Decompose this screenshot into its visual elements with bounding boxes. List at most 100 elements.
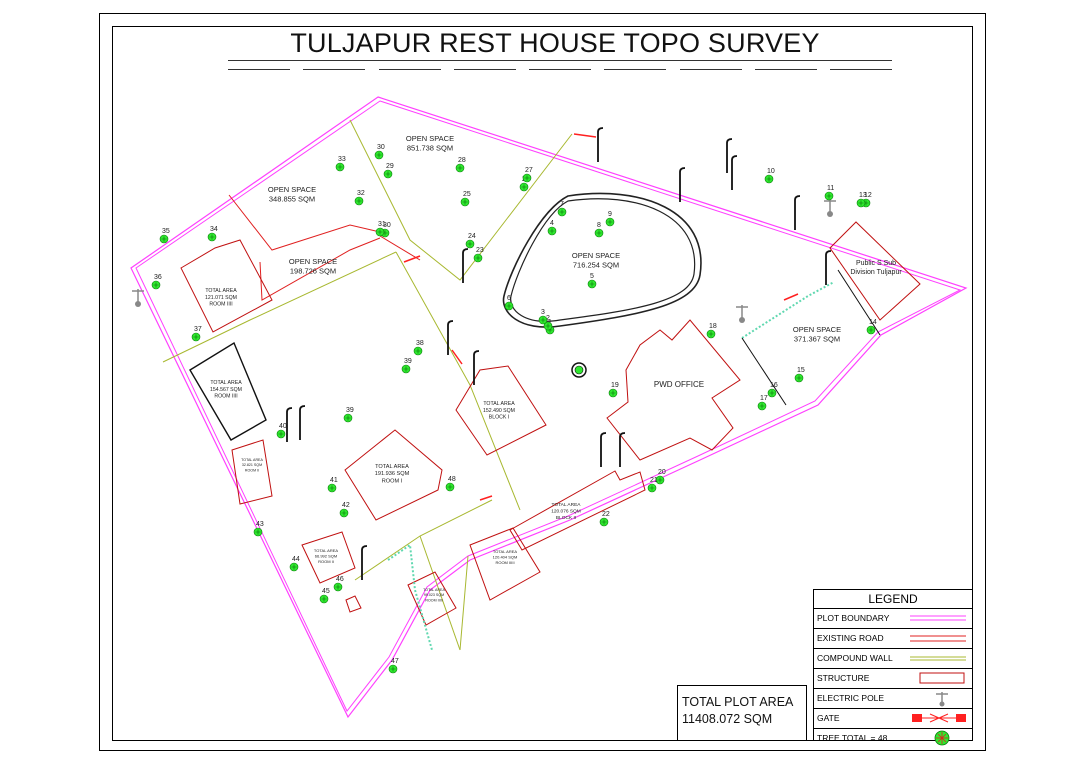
total-plot-area-label: TOTAL PLOT AREA xyxy=(682,695,794,709)
electric-pole-icon xyxy=(936,692,948,707)
tree-32: 32 xyxy=(354,190,365,206)
tree-number: 2 xyxy=(546,315,550,322)
tree-number: 14 xyxy=(869,319,877,326)
tree-27: 27 xyxy=(522,167,533,183)
tree-17: 17 xyxy=(757,395,768,411)
tree-3: 3 xyxy=(538,309,548,325)
electric-pole-icon xyxy=(824,199,836,217)
street-lamp-icon xyxy=(679,167,686,202)
tree-9: 9 xyxy=(605,211,615,227)
tree-number: 43 xyxy=(256,521,264,528)
structure-room-ii-b xyxy=(301,531,356,584)
legend-row-road: EXISTING ROAD xyxy=(814,629,972,649)
street-lamps xyxy=(286,127,832,580)
tree-number: 19 xyxy=(611,382,619,389)
structure-room-ii-a xyxy=(231,439,273,505)
tree-number: 7 xyxy=(560,201,564,208)
tree-10: 10 xyxy=(764,168,775,184)
street-lamp-icon xyxy=(447,320,454,355)
tree-8: 8 xyxy=(594,222,604,238)
structure-room-iiiii-a xyxy=(469,527,541,601)
well-icon xyxy=(571,362,587,378)
legend-label: PLOT BOUNDARY xyxy=(817,613,890,623)
street-lamp-icon xyxy=(462,248,469,283)
tree-number: 23 xyxy=(476,247,484,254)
tree-40: 40 xyxy=(276,423,287,439)
tree-icon xyxy=(934,730,950,746)
tree-2: 2 xyxy=(543,315,553,331)
tree-22: 22 xyxy=(599,511,610,527)
legend-row-compound-wall: COMPOUND WALL xyxy=(814,649,972,669)
structure-block-ii xyxy=(509,470,646,551)
tree-47: 47 xyxy=(388,658,399,674)
electric-pole-icon xyxy=(132,289,144,307)
boundary-ties xyxy=(741,269,881,406)
tree-14: 14 xyxy=(866,319,877,335)
gate-centre xyxy=(451,349,463,365)
tree-48: 48 xyxy=(445,476,456,492)
total-plot-area-box: TOTAL PLOT AREA 11408.072 SQM xyxy=(677,685,807,741)
tree-30: 30 xyxy=(374,144,385,160)
gate-south xyxy=(479,495,493,501)
tree-number: 34 xyxy=(210,226,218,233)
legend-label: GATE xyxy=(817,713,840,723)
title-dashes xyxy=(228,69,892,72)
street-lamp-icon xyxy=(286,407,293,442)
tree-41: 41 xyxy=(327,477,338,493)
tree-36: 36 xyxy=(151,274,162,290)
tree-number: 9 xyxy=(608,211,612,218)
tree-number: 18 xyxy=(709,323,717,330)
tree-number: 38 xyxy=(416,340,424,347)
tree-21: 21 xyxy=(647,477,658,493)
tree-7: 7 xyxy=(557,201,567,217)
tree-number: 32 xyxy=(357,190,365,197)
tree-11: 11 xyxy=(824,185,834,201)
tree-number: 17 xyxy=(760,395,768,402)
tree-number: 47 xyxy=(391,658,399,665)
tree-number: 29 xyxy=(386,163,394,170)
legend-panel: LEGEND PLOT BOUNDARY EXISTING ROAD COMPO… xyxy=(813,589,973,746)
street-lamp-icon xyxy=(299,405,306,440)
street-lamp-icon xyxy=(731,155,738,190)
tree-number: 36 xyxy=(154,274,162,281)
tree-15: 15 xyxy=(794,367,805,383)
legend-title: LEGEND xyxy=(814,590,972,609)
tree-25: 25 xyxy=(460,191,471,207)
tree-number: 46 xyxy=(336,576,344,583)
legend-row-gate: GATE xyxy=(814,709,972,729)
road-icon xyxy=(910,635,966,642)
tree-42: 42 xyxy=(339,502,350,518)
street-lamp-icon xyxy=(473,350,480,385)
street-lamp-icon xyxy=(600,432,607,467)
tree-28: 28 xyxy=(455,157,466,173)
tree-20: 20 xyxy=(655,469,666,485)
gate-north xyxy=(573,133,597,138)
legend-label: COMPOUND WALL xyxy=(817,653,893,663)
tree-number: 45 xyxy=(322,588,330,595)
legend-label: TREE TOTAL = 48 xyxy=(817,733,888,743)
street-lamp-icon xyxy=(794,195,801,230)
street-lamp-icon xyxy=(726,138,733,173)
structure-icon xyxy=(919,672,965,684)
tree-4: 4 xyxy=(547,220,557,236)
tree-number: 3 xyxy=(541,309,545,316)
tree-39: 39 xyxy=(343,407,354,423)
tree-number: 44 xyxy=(292,556,300,563)
map-title: TULJAPUR REST HOUSE TOPO SURVEY xyxy=(290,28,820,58)
structure-room-iiii-a xyxy=(180,239,273,333)
oval-track xyxy=(502,192,702,328)
tree-number: 21 xyxy=(650,477,658,484)
tree-34: 34 xyxy=(207,226,218,242)
tree-number: 10 xyxy=(767,168,775,175)
gate-west xyxy=(403,255,421,263)
legend-row-plot-boundary: PLOT BOUNDARY xyxy=(814,609,972,629)
electric-pole-icon xyxy=(736,305,748,323)
title-rule xyxy=(228,60,892,61)
